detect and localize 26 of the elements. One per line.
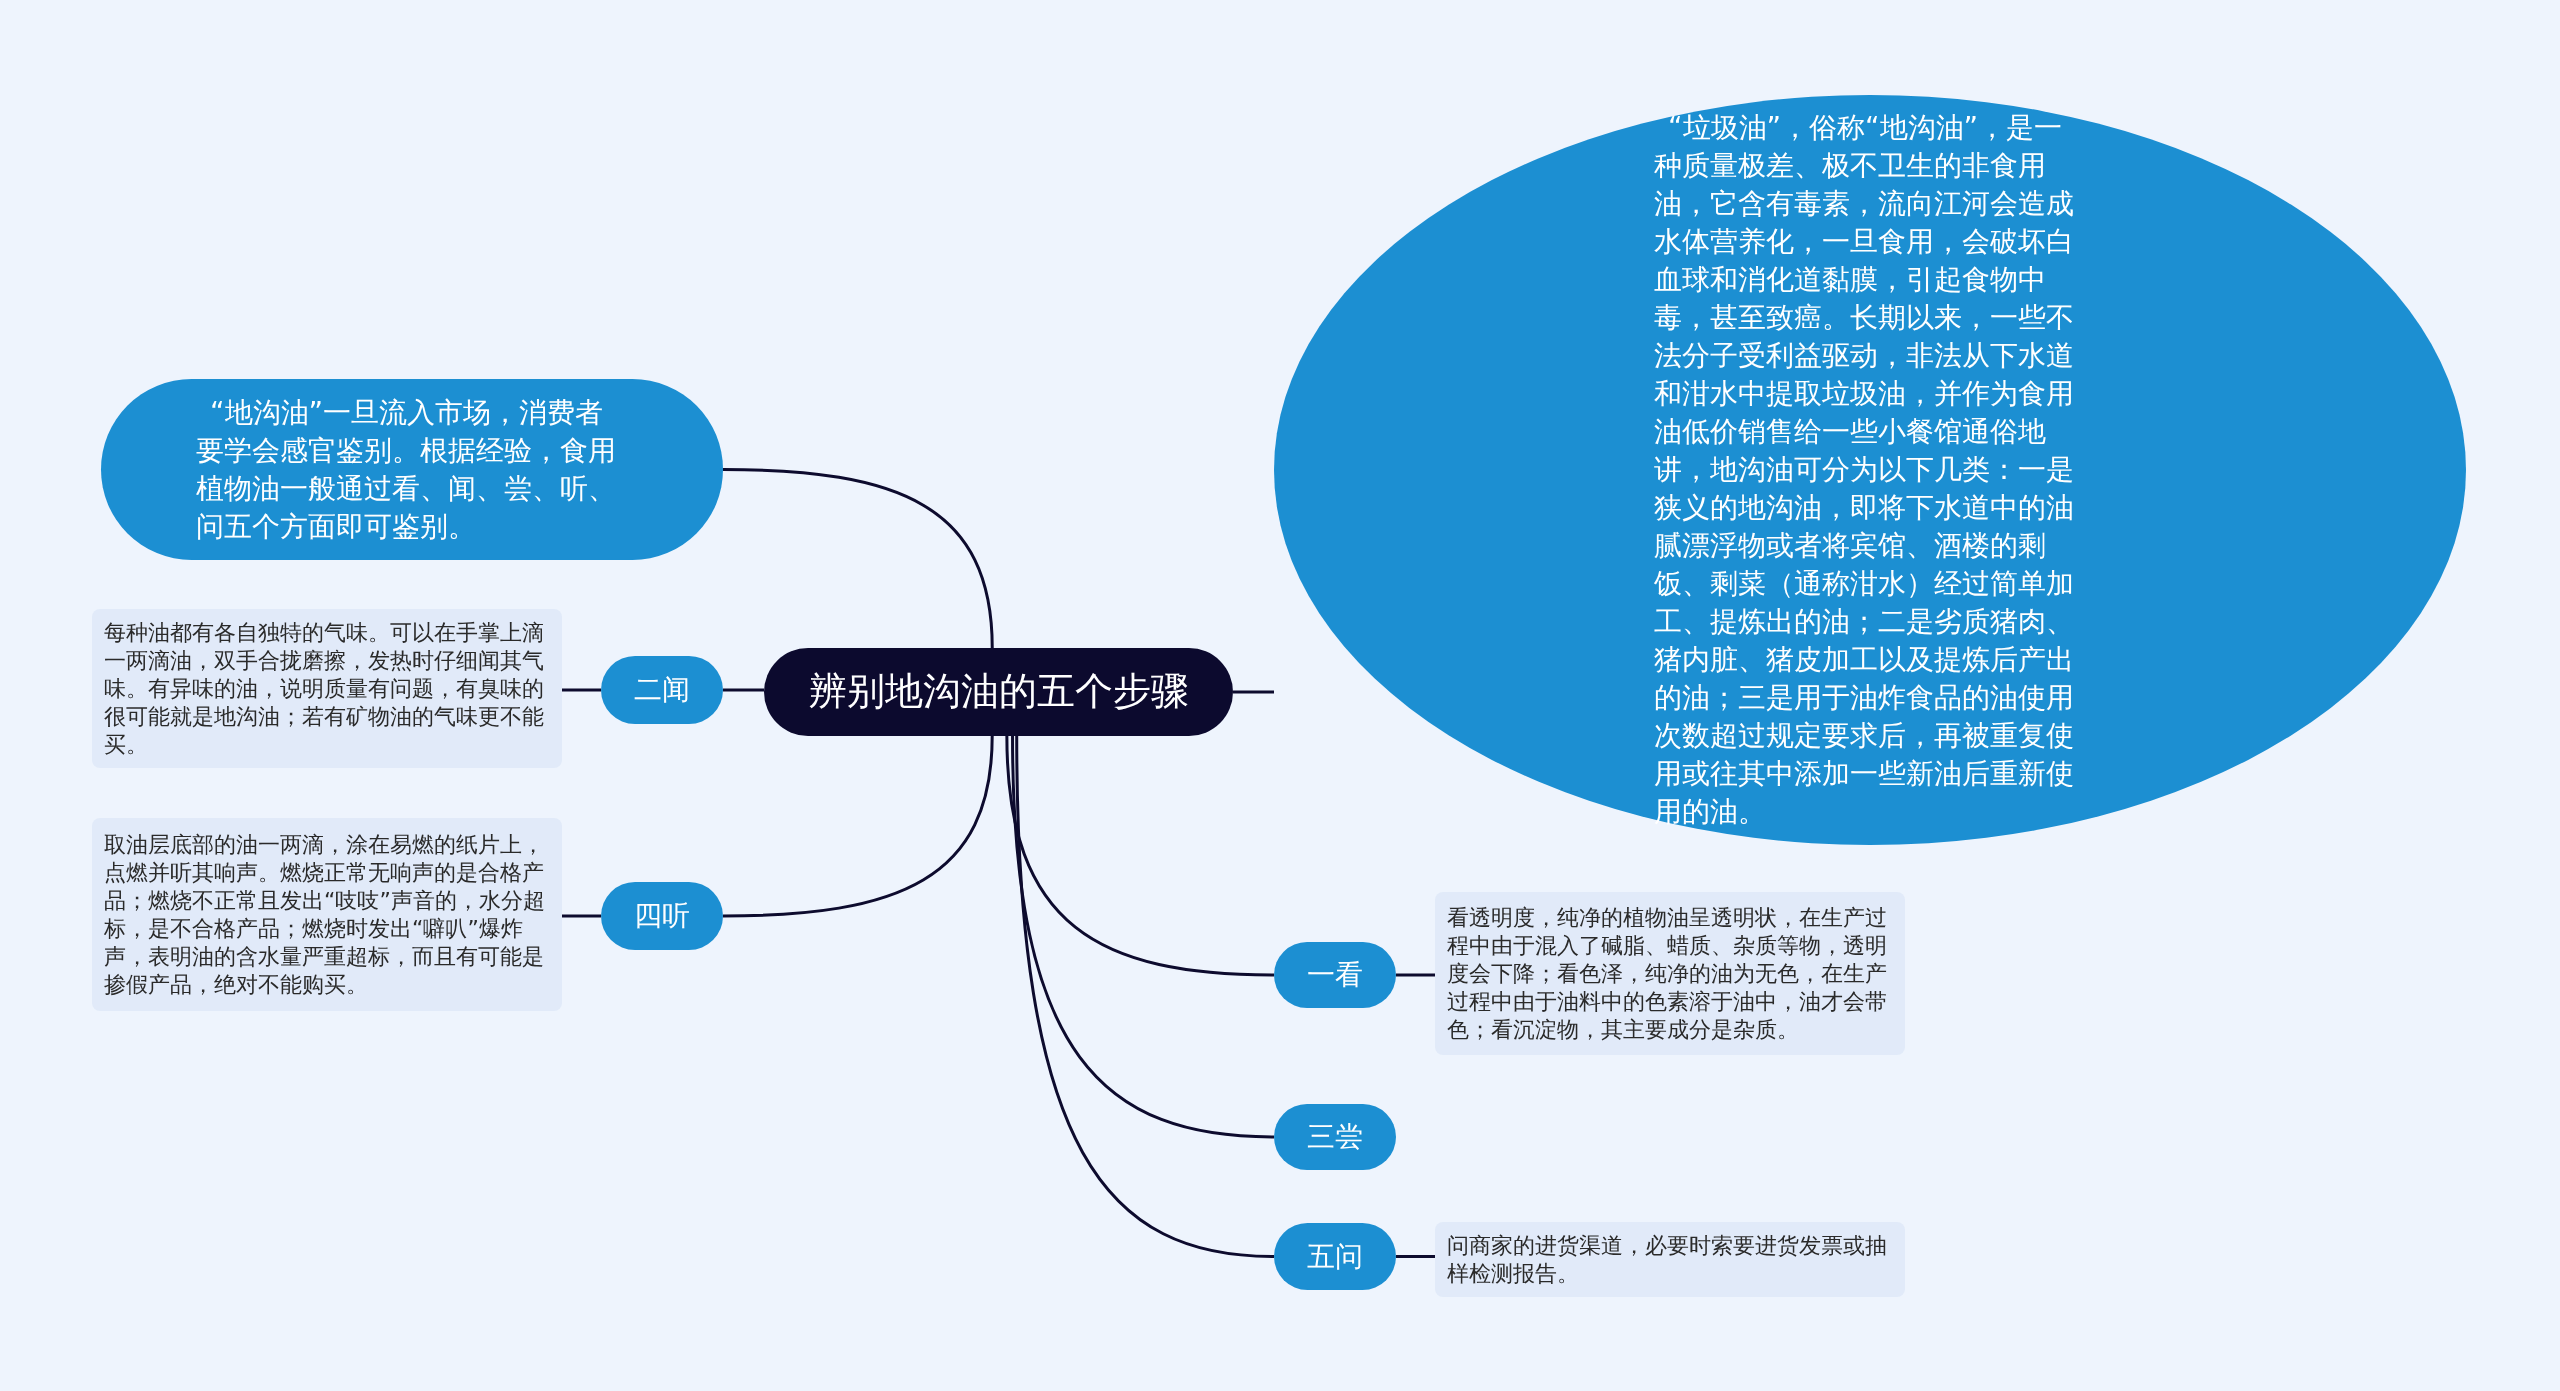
note-text: 取油层底部的油一两滴，涂在易燃的纸片上，点燃并听其响声。燃烧正常无响声的是合格产品；燃烧不正常且发出“吱吱”声音的，水分超标，是不合格产品；燃烧时发出“噼叭”爆炸声，表明油的含水量严重超标，而且有可能是掺假产品，绝对不能购买。 [104,830,546,999]
connector-line [1233,690,1274,694]
branch-label: 一看 [1307,961,1363,989]
connector-line [1015,735,1275,1258]
connector-line [1396,973,1435,977]
note-box [92,818,562,1011]
note-text: 问商家的进货渠道，必要时索要进货发票或抽样检测报告。 [1447,1231,1888,1288]
note-box [1435,892,1905,1055]
branch-label: 三尝 [1307,1123,1363,1151]
note-text: 看透明度，纯净的植物油呈透明状，在生产过程中由于混入了碱脂、蜡质、杂质等物，透明度会下降；看色泽，纯净的油为无色，在生产过程中由于油料中的色素溶于油中，油才会带色；看沉淀物，其主要成分是杂质。 [1447,903,1888,1044]
note-text: 每种油都有各自独特的气味。可以在手掌上滴一两滴油，双手合拢磨擦，发热时仔细闻其气味。有异味的油，说明质量有问题，有臭味的很可能就是地沟油；若有矿物油的气味更不能买。 [104,618,545,759]
note-box [1435,1222,1905,1297]
topic-title: 辨别地沟油的五个步骤 [808,668,1189,716]
branch-label: 四听 [634,902,690,930]
connector-line [1005,735,1275,977]
note-box [92,609,562,768]
connector-line [722,468,994,649]
connector-line [722,735,994,918]
connector-line [562,688,601,692]
intro-text: “地沟油”一旦流入市场，消费者要学会感官鉴别。根据经验，食用植物油一般通过看、闻、尝、听、问五个方面即可鉴别。 [196,394,617,545]
connector-line [723,688,764,692]
branch-label: 五问 [1307,1242,1363,1271]
connector-line [562,914,601,918]
branch-label: 二闻 [634,676,690,704]
connector-line [1011,735,1275,1139]
definition-text: “垃圾油”，俗称“地沟油”，是一种质量极差、极不卫生的非食用油，它含有毒素，流向江河会造成水体营养化，一旦食用，会破坏白血球和消化道黏膜，引起食物中毒，甚至致癌。长期以来，一些不法分子受利益驱动，非法从下水道和泔水中提取垃圾油，并作为食用油低价销售给一些小餐馆通俗地讲，地沟油可分为以下几类：一是狭义的地沟油，即将下水道中的油腻漂浮物或者将宾馆、酒楼的剩饭、剩菜（通称泔水）经过简单加工、提炼出的油；二是劣质猪肉、猪内脏、猪皮加工以及提炼后产出的油；三是用于油炸食品的油使用次数超过规定要求后，再被重复使用或往其中添加一些新油后重新使用的油。 [1654,110,2075,830]
